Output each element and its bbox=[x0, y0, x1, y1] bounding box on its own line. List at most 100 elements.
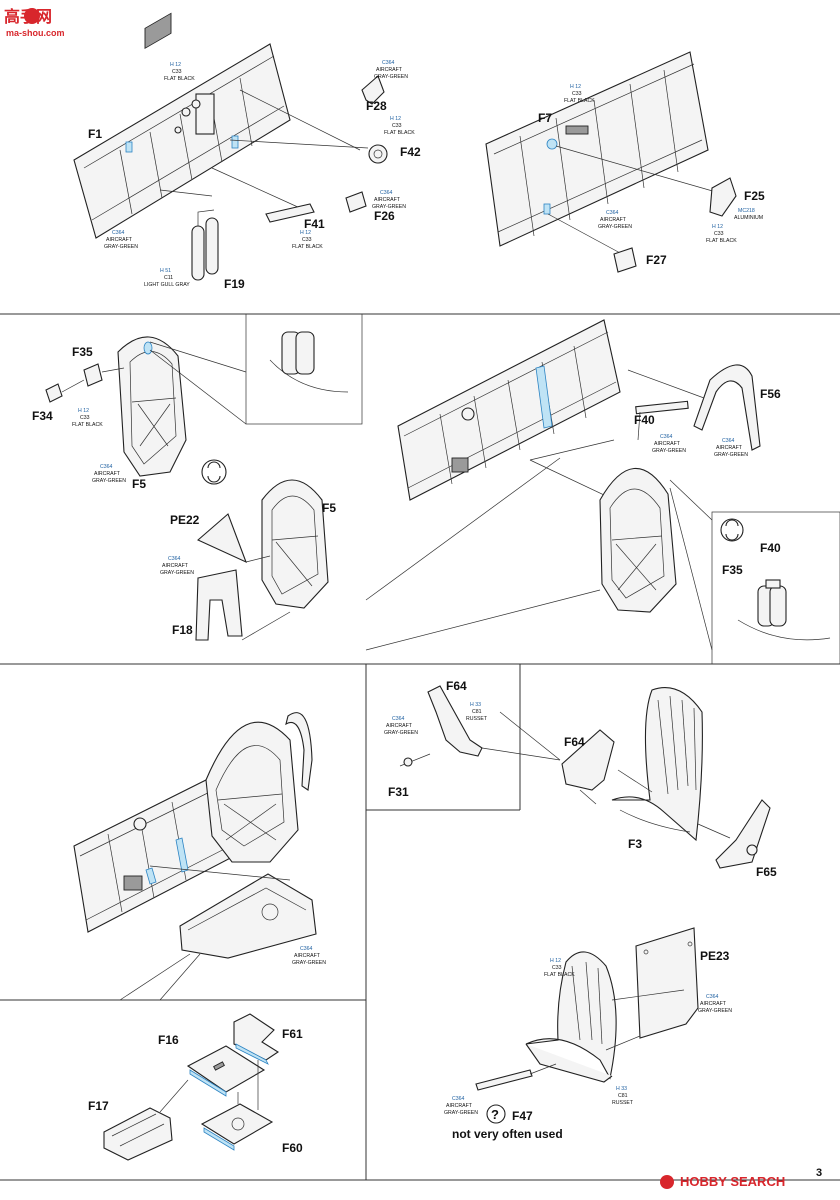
svg-text:FLAT BLACK: FLAT BLACK bbox=[384, 130, 415, 136]
svg-text:C364: C364 bbox=[722, 438, 735, 444]
svg-text:AIRCRAFT: AIRCRAFT bbox=[162, 563, 189, 569]
svg-text:RUSSET: RUSSET bbox=[612, 1100, 634, 1106]
svg-text:C364: C364 bbox=[392, 716, 405, 722]
watermark-hobbysearch: HOBBY SEARCH bbox=[680, 1174, 785, 1189]
svg-text:AIRCRAFT: AIRCRAFT bbox=[294, 953, 321, 959]
frame-f5-assembly bbox=[45, 313, 363, 641]
callout-f26-gray-green: C364 AIRCRAFT GRAY-GREEN bbox=[372, 190, 406, 210]
callout-f5-gray-green: C364 AIRCRAFT GRAY-GREEN bbox=[92, 464, 126, 484]
svg-text:H 12: H 12 bbox=[550, 958, 561, 964]
svg-text:H 51: H 51 bbox=[160, 268, 171, 274]
svg-text:C364: C364 bbox=[382, 60, 395, 66]
svg-text:C33: C33 bbox=[80, 415, 90, 421]
callout-f47-gray-green: C364 AIRCRAFT GRAY-GREEN bbox=[444, 1096, 478, 1116]
watermark-url: ma-shou.com bbox=[6, 28, 65, 38]
svg-text:C364: C364 bbox=[380, 190, 393, 196]
floor-parts-exploded bbox=[103, 1013, 280, 1161]
callout-f7-flat-black: H 12 C33 FLAT BLACK bbox=[564, 84, 595, 104]
svg-text:GRAY-GREEN: GRAY-GREEN bbox=[160, 570, 194, 576]
seat-pe23-assembly bbox=[475, 927, 699, 1124]
svg-text:FLAT BLACK: FLAT BLACK bbox=[544, 972, 575, 978]
label-f5-b: F5 bbox=[322, 501, 336, 515]
label-f65: F65 bbox=[756, 865, 777, 879]
svg-text:FLAT BLACK: FLAT BLACK bbox=[72, 422, 103, 428]
svg-text:C81: C81 bbox=[472, 709, 482, 715]
seat-f3-assembly bbox=[561, 687, 771, 869]
svg-text:C33: C33 bbox=[572, 91, 582, 97]
label-pe22: PE22 bbox=[170, 513, 200, 527]
svg-text:H 12: H 12 bbox=[390, 116, 401, 122]
section-dividers bbox=[0, 313, 840, 1181]
callout-f7-gray-green: C364 AIRCRAFT GRAY-GREEN bbox=[598, 210, 632, 230]
svg-text:C364: C364 bbox=[452, 1096, 465, 1102]
svg-text:FLAT BLACK: FLAT BLACK bbox=[706, 238, 737, 244]
svg-text:H 12: H 12 bbox=[78, 408, 89, 414]
svg-text:H 12: H 12 bbox=[300, 230, 311, 236]
label-f40-b: F40 bbox=[760, 541, 781, 555]
panel-f1-assembly bbox=[73, 12, 388, 281]
page-number: 3 bbox=[816, 1167, 822, 1179]
cockpit-assembly-full bbox=[73, 712, 317, 1001]
callout-floor-gray-green: C364 AIRCRAFT GRAY-GREEN bbox=[292, 946, 326, 966]
svg-text:FLAT BLACK: FLAT BLACK bbox=[164, 76, 195, 82]
callout-f41-flat-black: H 12 C33 FLAT BLACK bbox=[292, 230, 323, 250]
label-f31: F31 bbox=[388, 785, 409, 799]
svg-text:AIRCRAFT: AIRCRAFT bbox=[374, 197, 401, 203]
svg-text:H 12: H 12 bbox=[570, 84, 581, 90]
callout-f25-flat-black: H 12 C33 FLAT BLACK bbox=[706, 224, 737, 244]
callout-seat-flat-black: H 12 C33 FLAT BLACK bbox=[544, 958, 575, 978]
label-f7: F7 bbox=[538, 111, 552, 125]
watermark-cn: 高手网 bbox=[4, 7, 52, 26]
svg-text:H 12: H 12 bbox=[712, 224, 723, 230]
svg-text:FLAT BLACK: FLAT BLACK bbox=[564, 98, 595, 104]
svg-text:C33: C33 bbox=[714, 231, 724, 237]
svg-text:C364: C364 bbox=[112, 230, 125, 236]
label-f60: F60 bbox=[282, 1141, 303, 1155]
svg-text:C364: C364 bbox=[100, 464, 113, 470]
watermark-bottom-right: HOBBY SEARCH 3 bbox=[660, 1167, 822, 1189]
label-f40-a: F40 bbox=[634, 413, 655, 427]
callout-f56-gray-green: C364 AIRCRAFT GRAY-GREEN bbox=[714, 438, 748, 458]
callout-pe22-gray-green: C364 AIRCRAFT GRAY-GREEN bbox=[160, 556, 194, 576]
label-f1: F1 bbox=[88, 127, 102, 141]
svg-text:C364: C364 bbox=[606, 210, 619, 216]
label-f25: F25 bbox=[744, 189, 765, 203]
svg-text:GRAY-GREEN: GRAY-GREEN bbox=[384, 730, 418, 736]
panel-f7-assembly bbox=[485, 51, 737, 273]
label-f34: F34 bbox=[32, 409, 53, 423]
svg-text:C33: C33 bbox=[172, 69, 182, 75]
callout-f40-gray-green: C364 AIRCRAFT GRAY-GREEN bbox=[652, 434, 686, 454]
label-f41: F41 bbox=[304, 217, 325, 231]
svg-text:GRAY-GREEN: GRAY-GREEN bbox=[714, 452, 748, 458]
svg-text:C364: C364 bbox=[706, 994, 719, 1000]
callout-pe23-gray-green: C364 AIRCRAFT GRAY-GREEN bbox=[698, 994, 732, 1014]
label-f19: F19 bbox=[224, 277, 245, 291]
callout-f64-russet: H 33 C81 RUSSET bbox=[466, 702, 488, 722]
svg-text:C364: C364 bbox=[660, 434, 673, 440]
svg-text:AIRCRAFT: AIRCRAFT bbox=[654, 441, 681, 447]
svg-text:AIRCRAFT: AIRCRAFT bbox=[386, 723, 413, 729]
callout-f1-flat-black: H 12 C33 FLAT BLACK bbox=[164, 62, 195, 82]
svg-text:H 12: H 12 bbox=[170, 62, 181, 68]
svg-text:MC218: MC218 bbox=[738, 208, 755, 214]
svg-text:AIRCRAFT: AIRCRAFT bbox=[446, 1103, 473, 1109]
svg-text:C33: C33 bbox=[552, 965, 562, 971]
svg-text:GRAY-GREEN: GRAY-GREEN bbox=[292, 960, 326, 966]
label-f5-a: F5 bbox=[132, 477, 146, 491]
svg-text:GRAY-GREEN: GRAY-GREEN bbox=[444, 1110, 478, 1116]
svg-text:AIRCRAFT: AIRCRAFT bbox=[106, 237, 133, 243]
svg-text:AIRCRAFT: AIRCRAFT bbox=[716, 445, 743, 451]
callout-f64-gray-green: C364 AIRCRAFT GRAY-GREEN bbox=[384, 716, 418, 736]
label-f18: F18 bbox=[172, 623, 193, 637]
svg-text:GRAY-GREEN: GRAY-GREEN bbox=[598, 224, 632, 230]
svg-text:H 33: H 33 bbox=[616, 1086, 627, 1092]
seat-mount-f64-detail bbox=[399, 685, 561, 767]
label-f17: F17 bbox=[88, 1099, 109, 1113]
callout-f35-flat-black: H 12 C33 FLAT BLACK bbox=[72, 408, 103, 428]
svg-text:FLAT BLACK: FLAT BLACK bbox=[292, 244, 323, 250]
label-f28: F28 bbox=[366, 99, 387, 113]
label-f27: F27 bbox=[646, 253, 667, 267]
svg-text:AIRCRAFT: AIRCRAFT bbox=[700, 1001, 727, 1007]
svg-text:GRAY-GREEN: GRAY-GREEN bbox=[652, 448, 686, 454]
